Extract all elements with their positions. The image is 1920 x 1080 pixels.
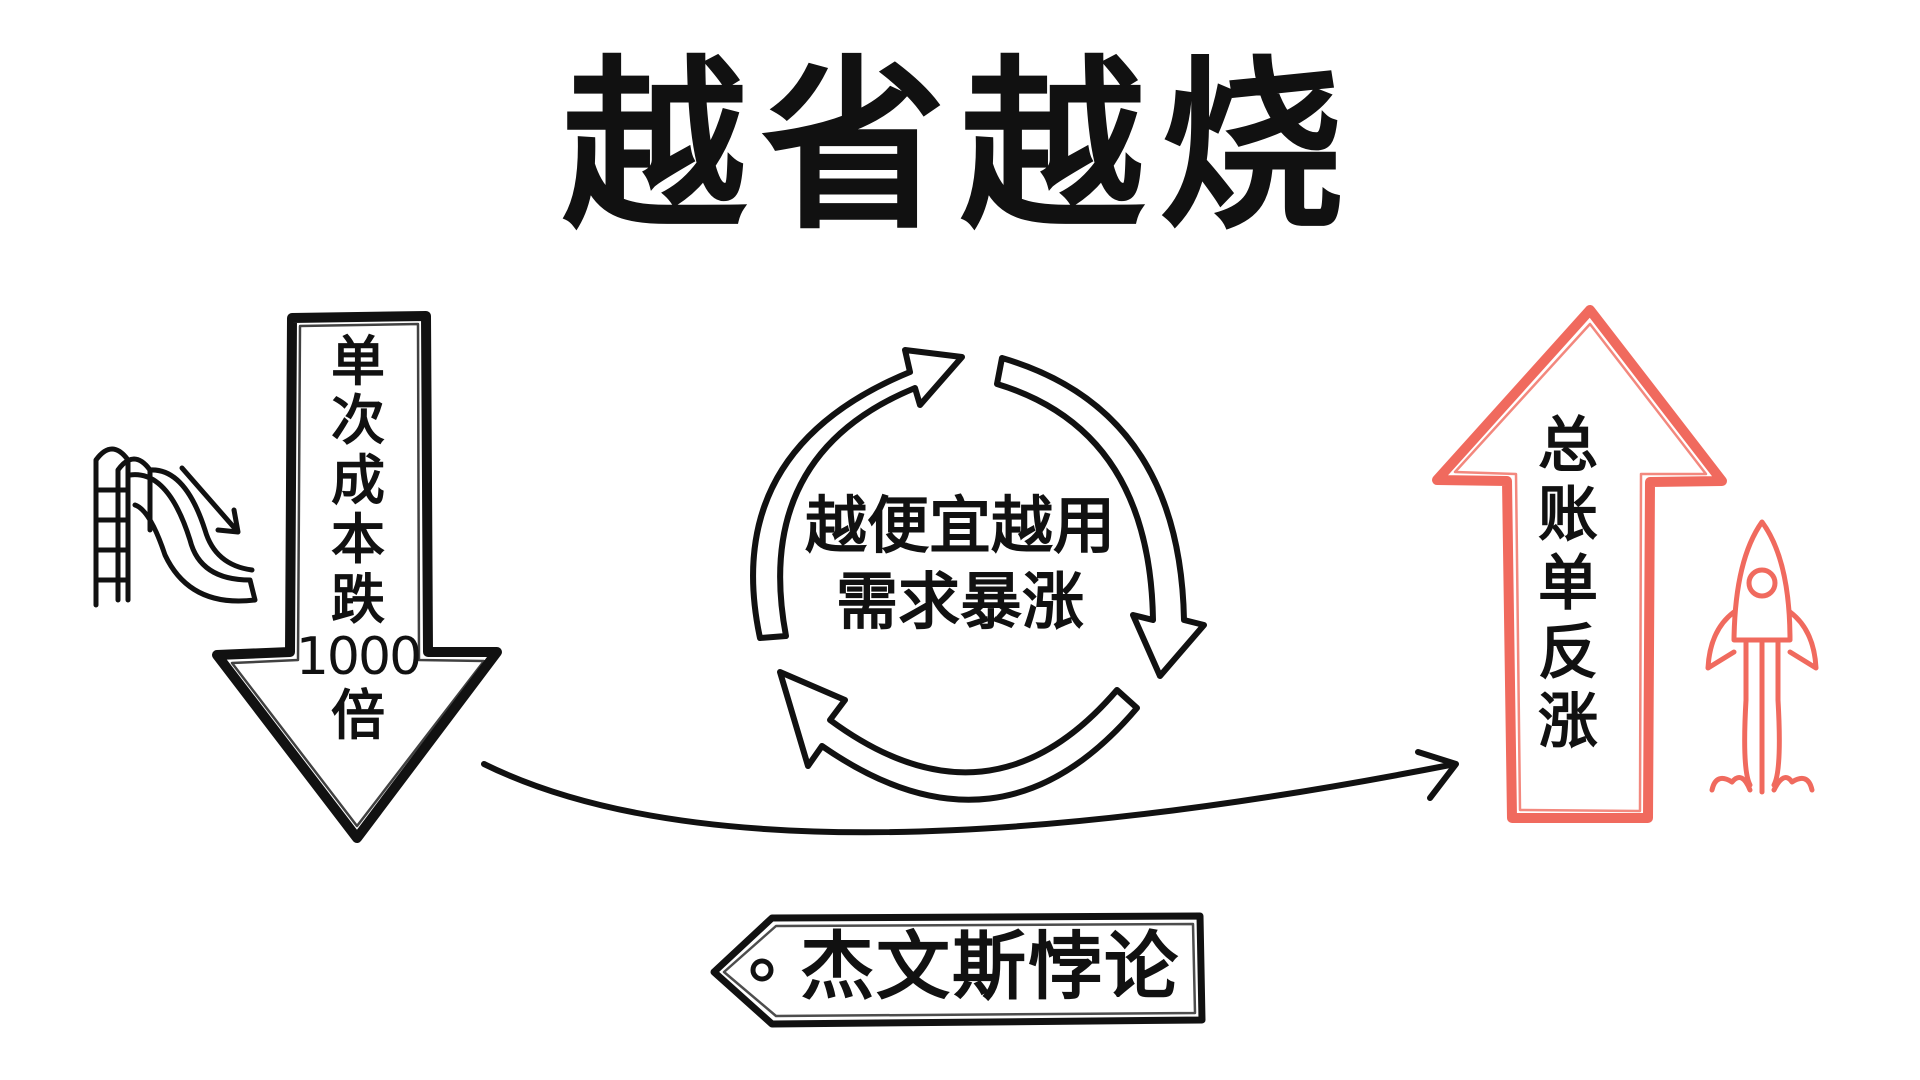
down-arrow-label: 单 次 成 本 跌 1000 倍 [283,332,433,746]
up-arrow-label: 总 账 单 反 涨 [1508,412,1628,757]
up-arrow-shape [1432,305,1727,823]
down-arrow-line: 倍 [331,684,385,748]
tag-hole-icon [750,958,774,982]
up-arrow-line: 反 [1538,618,1598,688]
down-arrow-line-number: 1000 [295,626,422,687]
down-arrow-shape [212,311,502,843]
page-title: 越省越烧 [562,39,1358,255]
tag-inner-sketch [722,922,1197,1018]
cycle-line: 越便宜越用 [804,489,1115,562]
down-arrow-inner-sketch [230,322,486,828]
cycle-line: 需求暴涨 [835,564,1084,638]
cycle-arrows-icon [750,347,1207,803]
down-arrow-line: 单 [331,330,385,393]
down-arrow-line: 跌 [331,567,385,631]
down-arrow-line: 成 [331,448,385,512]
slide-icon [93,446,258,608]
tag-label: 杰文斯悖论 [800,924,1180,1010]
up-arrow-line: 单 [1538,549,1598,619]
connector-arrowhead-icon [1415,749,1459,801]
rocket-icon [1705,519,1819,795]
down-arrow-line: 次 [331,389,385,453]
up-arrow-line: 账 [1538,480,1598,550]
up-arrow-line: 总 [1538,411,1598,481]
cycle-label: 越便宜越用 需求暴涨 [770,488,1150,639]
down-arrow-line: 本 [331,508,385,572]
connector-arrow [481,761,1453,836]
tag-shape [710,912,1206,1028]
up-arrow-inner-sketch [1453,322,1708,813]
slide-motion-arrow-icon [179,465,241,535]
up-arrow-line: 涨 [1538,687,1598,757]
